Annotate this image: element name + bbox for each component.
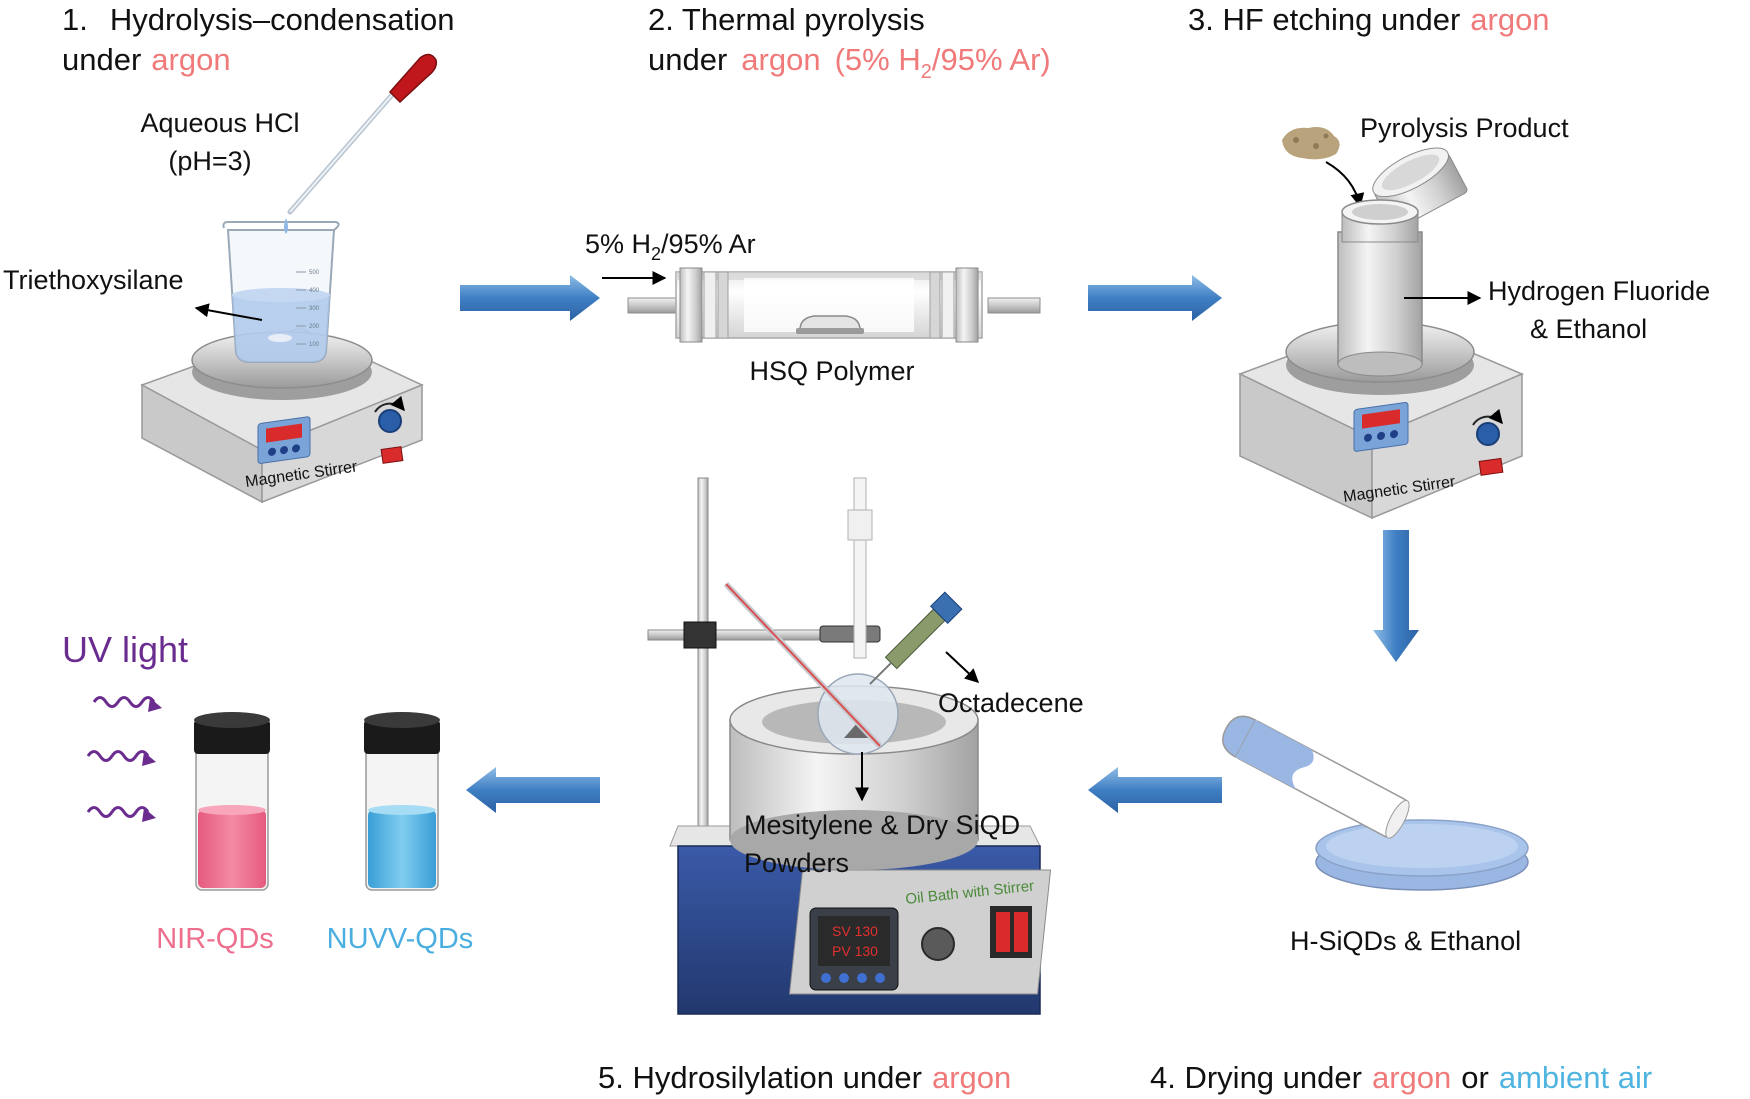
- pyrolysis-powder: [1282, 127, 1340, 160]
- beaker: 500 400 300 200 100: [222, 221, 340, 363]
- stirrer-knob: [921, 927, 955, 961]
- svg-text:300: 300: [309, 306, 320, 312]
- octadecene-pointer: [945, 651, 980, 683]
- mesitylene-label-line2: Powders: [744, 848, 849, 878]
- flow-arrow-1-to-2: [460, 275, 600, 321]
- sv-readout: SV 130: [832, 923, 878, 939]
- triethoxysilane-pointer: [194, 303, 263, 321]
- uv-light-label: UV light: [62, 629, 188, 670]
- nuvv-qd-vial: [364, 712, 440, 891]
- magnetic-stirrer-1: Magnetic Stirrer: [140, 327, 424, 504]
- hf-label-line1: Hydrogen Fluoride: [1488, 276, 1710, 306]
- beaker-scale: [296, 271, 306, 345]
- flow-arrow-3-to-4: [1373, 530, 1419, 662]
- round-bottom-flask: [723, 477, 963, 755]
- octadecene-label: Octadecene: [938, 688, 1084, 718]
- nir-qds-label: NIR-QDs: [156, 923, 274, 955]
- pyrolysis-product-label: Pyrolysis Product: [1360, 113, 1569, 143]
- hsq-boat: [799, 315, 861, 331]
- hf-label-line2: & Ethanol: [1530, 314, 1647, 344]
- tube-furnace: [627, 267, 1041, 343]
- pipette: [284, 53, 438, 234]
- triethoxysilane-label: Triethoxysilane: [3, 265, 184, 295]
- magnetic-stirrer-2: Magnetic Stirrer: [1238, 317, 1524, 520]
- svg-text:400: 400: [309, 288, 320, 294]
- hsq-polymer-label: HSQ Polymer: [749, 356, 914, 386]
- petri-dish: [1315, 819, 1529, 891]
- flow-arrow-4-to-5: [1088, 767, 1222, 813]
- svg-text:100: 100: [309, 342, 320, 348]
- flow-arrow-5-to-products: [466, 767, 600, 813]
- syringe: [869, 591, 963, 685]
- powder-pointer: [1325, 161, 1365, 208]
- pv-readout: PV 130: [832, 943, 878, 959]
- nuvv-qds-label: NUVV-QDs: [327, 923, 474, 955]
- hcl-label-line1: Aqueous HCl: [140, 108, 299, 138]
- mesitylene-label-line1: Mesitylene & Dry SiQD: [744, 810, 1020, 840]
- uv-wave-3: [86, 806, 156, 822]
- svg-text:200: 200: [309, 324, 320, 330]
- ptfe-vessel: [1337, 199, 1423, 377]
- h-siqds-label: H-SiQDs & Ethanol: [1290, 926, 1521, 956]
- step2-title: 2. Thermal pyrolysis: [648, 2, 925, 37]
- step1-title: 1.Hydrolysis–condensation: [62, 2, 455, 37]
- svg-text:500: 500: [309, 270, 320, 276]
- hcl-label-line2: (pH=3): [168, 146, 251, 176]
- gas-inlet-label: 5% H2/95% Ar: [585, 229, 756, 264]
- nir-qd-vial: [194, 712, 270, 891]
- test-tube: [1222, 715, 1410, 839]
- uv-wave-1: [92, 696, 162, 712]
- uv-wave-2: [86, 750, 156, 766]
- flow-arrow-2-to-3: [1088, 275, 1222, 321]
